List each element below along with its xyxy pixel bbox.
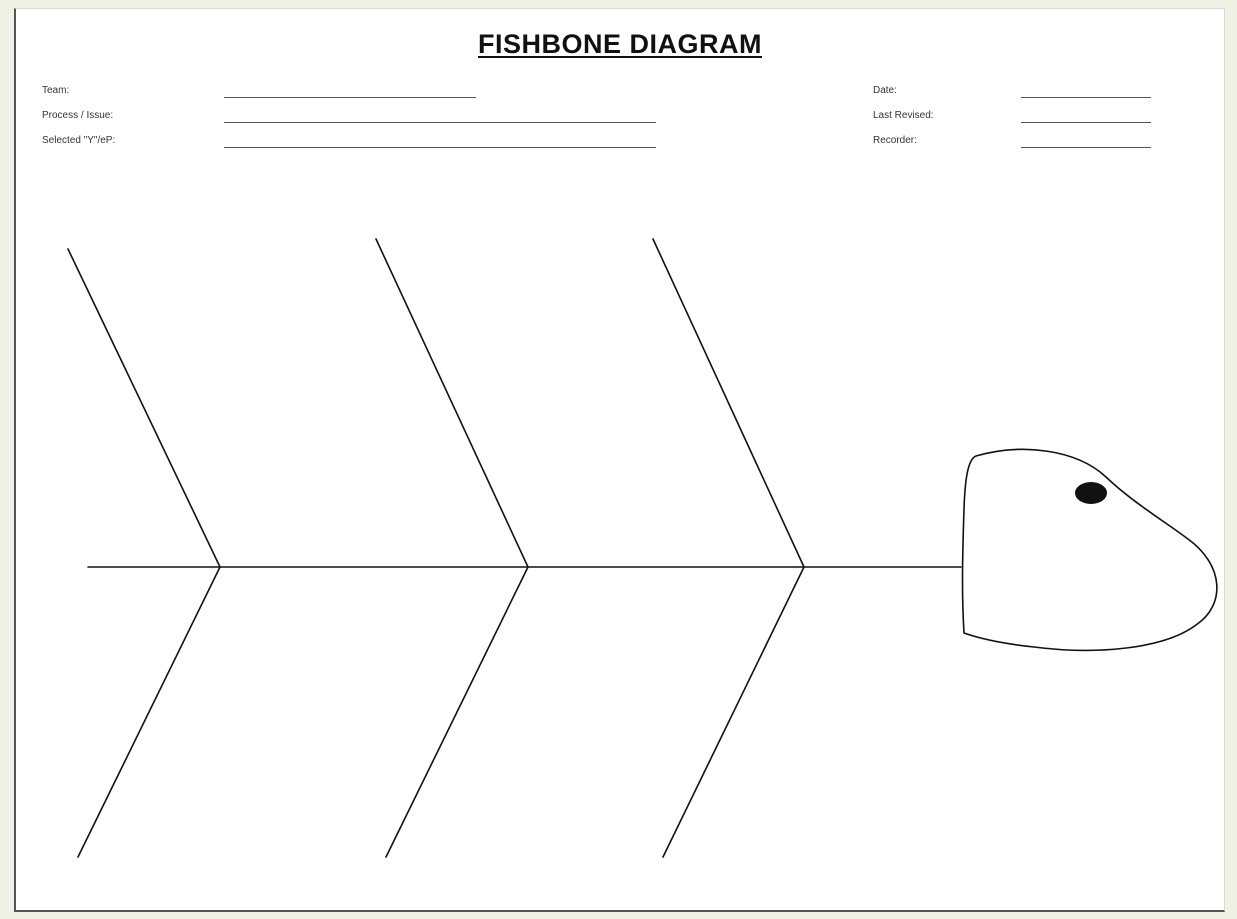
bone-lower-1 (78, 567, 220, 857)
bone-lower-3 (663, 567, 804, 857)
bone-upper-2 (376, 239, 528, 567)
bone-lower-2 (386, 567, 528, 857)
bone-upper-3 (653, 239, 804, 567)
fish-head (963, 449, 1217, 650)
fishbone-drawing (16, 9, 1227, 913)
fish-eye (1075, 482, 1107, 504)
bone-upper-1 (68, 249, 220, 567)
worksheet-page: FISHBONE DIAGRAM Team: Process / Issue: … (14, 8, 1225, 912)
